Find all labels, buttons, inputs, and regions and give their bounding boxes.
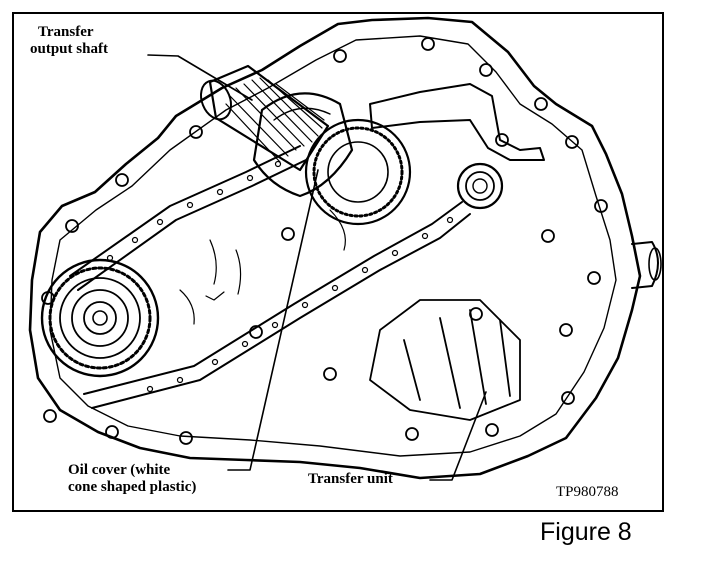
figure-caption: Figure 8 (540, 518, 632, 546)
drive-chain (69, 145, 471, 409)
label-transfer-output-shaft: Transfer output shaft (30, 24, 108, 58)
bearing-seal (456, 162, 504, 210)
label-transfer-output-shaft-line1: Transfer (38, 24, 94, 40)
driven-gear (304, 118, 412, 226)
leader-lines (147, 54, 487, 481)
figure-frame (12, 12, 664, 512)
front-sprocket (40, 258, 160, 378)
chain-links (106, 160, 454, 393)
side-output-port (631, 241, 659, 289)
shift-fork-bracket (369, 83, 545, 161)
label-oil-cover-line2: cone shaped plastic) (68, 479, 197, 495)
flange-bolt-holes (41, 37, 608, 445)
casting-texture (179, 209, 346, 325)
label-transfer-unit: Transfer unit (308, 471, 393, 487)
housing-inner-edge (49, 35, 617, 457)
label-oil-cover-line1: Oil cover (white (68, 462, 171, 478)
housing-flange (28, 16, 642, 480)
image-code: TP980788 (556, 484, 619, 500)
oil-cover (252, 92, 354, 198)
label-transfer-output-shaft-line2: output shaft (30, 41, 108, 57)
label-oil-cover: Oil cover (white cone shaped plastic) (68, 462, 196, 496)
case-ribs (369, 299, 521, 421)
output-shaft (200, 64, 330, 172)
